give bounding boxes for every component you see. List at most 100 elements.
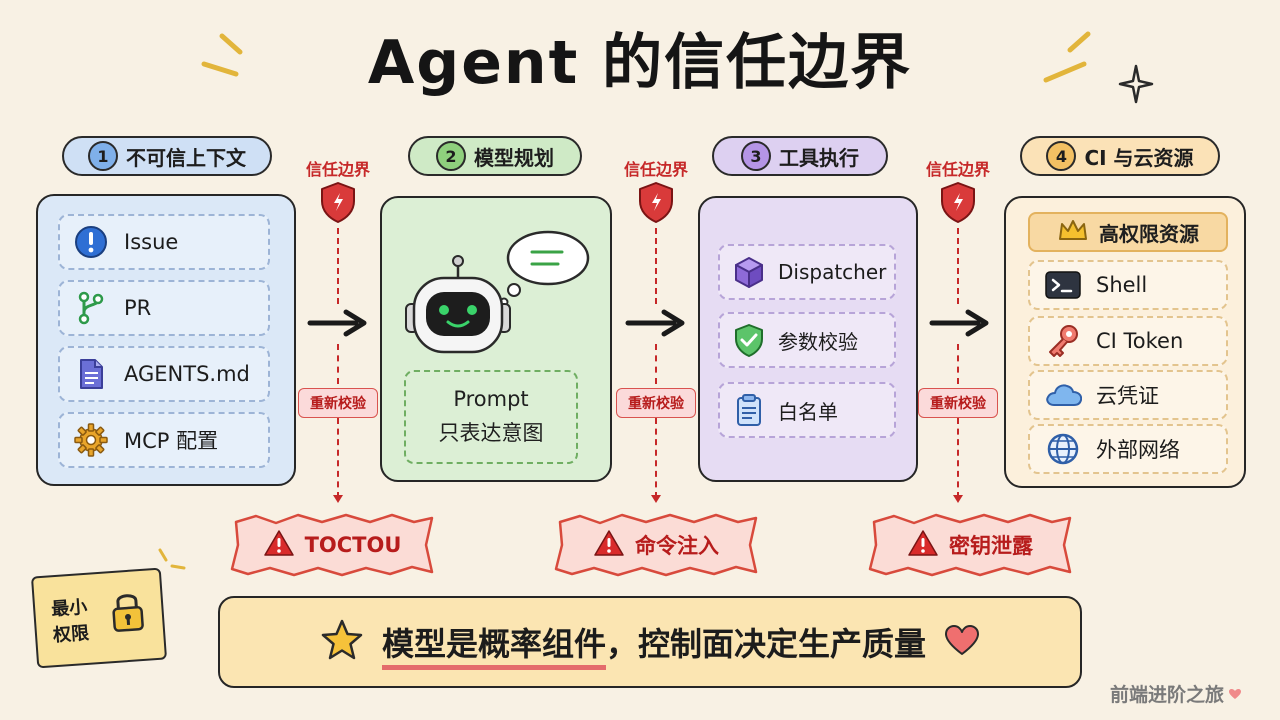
arrow-down-icon <box>651 495 661 503</box>
sparkle-note-icon <box>158 548 186 570</box>
stage-pill-2: 2 模型规划 <box>408 136 582 176</box>
item-issue-label: Issue <box>124 230 179 254</box>
clipboard-icon <box>730 391 768 429</box>
sparkle-left-icon <box>201 33 243 77</box>
boundary-line-1-upper <box>337 228 339 304</box>
prompt-intent-box: Prompt 只表达意图 <box>404 370 578 464</box>
heart-icon <box>944 624 980 660</box>
small-heart-icon <box>1228 683 1242 705</box>
item-cloud-credentials: 云凭证 <box>1028 370 1228 420</box>
risk-badge-toctou: TOCTOU <box>226 512 438 578</box>
terminal-icon <box>1044 266 1082 304</box>
risk-label-secret-leak: 密钥泄露 <box>949 534 1033 558</box>
risk-badge-injection-shape <box>554 513 758 577</box>
banner-rest: ，控制面决定生产质量 <box>606 625 927 663</box>
item-param-validation-label: 参数校验 <box>778 329 858 354</box>
item-external-network-label: 外部网络 <box>1096 438 1180 462</box>
arrow-down-icon <box>333 495 343 503</box>
globe-icon <box>1044 430 1082 468</box>
boundary-line-2-upper <box>655 228 657 304</box>
git-branch-icon <box>72 289 110 327</box>
high-privilege-header: 高权限资源 <box>1028 212 1228 252</box>
banner-highlight: 模型是概率组件 <box>381 625 606 670</box>
item-agents-md: AGENTS.md <box>58 346 270 402</box>
key-icon <box>1044 322 1082 360</box>
shield-alert-icon <box>321 182 355 223</box>
stage-label-2: 模型规划 <box>474 145 554 170</box>
boundary-line-3-lower <box>957 418 959 498</box>
shield-alert-icon <box>639 182 673 223</box>
arrow-right-icon <box>625 309 685 337</box>
arrow-right-icon <box>929 309 989 337</box>
warning-icon <box>907 529 939 561</box>
lock-icon <box>106 587 149 640</box>
trust-boundary-label-3: 信任边界 <box>925 160 990 179</box>
risk-badge-secret-leak: 密钥泄露 <box>864 512 1076 578</box>
risk-badge-command-injection: 命令注入 <box>550 512 762 578</box>
warning-icon <box>593 529 625 561</box>
shield-check-icon <box>730 321 768 359</box>
recheck-badge-3: 重新校验 <box>918 388 998 418</box>
warning-icon <box>263 529 295 561</box>
stage-number-1: 1 <box>88 141 118 171</box>
item-external-network: 外部网络 <box>1028 424 1228 474</box>
boundary-line-1-lower <box>337 418 339 498</box>
stage-pill-4: 4 CI 与云资源 <box>1020 136 1220 176</box>
trust-boundary-label-2: 信任边界 <box>623 160 688 179</box>
intent-label: 只表达意图 <box>438 421 544 445</box>
recheck-badge-1: 重新校验 <box>298 388 378 418</box>
item-ci-token-label: CI Token <box>1096 329 1184 353</box>
star-sparkle-icon <box>1118 64 1154 104</box>
stage-label-1: 不可信上下文 <box>126 145 246 170</box>
arrow-down-icon <box>953 495 963 503</box>
page-title: Agent 的信任边界 <box>367 28 913 98</box>
watermark: 前端进阶之旅 <box>1110 680 1270 707</box>
risk-label-command-injection: 命令注入 <box>635 534 719 558</box>
item-whitelist: 白名单 <box>718 382 896 438</box>
trust-boundary-label-1: 信任边界 <box>305 160 370 179</box>
item-pr-label: PR <box>124 296 152 320</box>
robot-icon <box>405 230 590 354</box>
item-shell-label: Shell <box>1096 273 1148 297</box>
high-privilege-label: 高权限资源 <box>1099 221 1199 246</box>
item-pr: PR <box>58 280 270 336</box>
item-ci-token: CI Token <box>1028 316 1228 366</box>
stage-pill-1: 1 不可信上下文 <box>62 136 272 176</box>
risk-badge-secret-shape <box>868 513 1072 577</box>
cube-icon <box>730 253 768 291</box>
item-agents-md-label: AGENTS.md <box>124 362 250 386</box>
stage-label-4: CI 与云资源 <box>1084 145 1194 170</box>
prompt-label: Prompt <box>453 387 529 411</box>
exclamation-circle-icon <box>72 223 110 261</box>
item-whitelist-label: 白名单 <box>778 399 838 424</box>
item-issue: Issue <box>58 214 270 270</box>
stage-number-3: 3 <box>741 141 771 171</box>
arrow-right-icon <box>307 309 367 337</box>
recheck-badge-2: 重新校验 <box>616 388 696 418</box>
stage-pill-3: 3 工具执行 <box>712 136 888 176</box>
stage-label-3: 工具执行 <box>779 145 859 170</box>
risk-label-toctou: TOCTOU <box>304 533 402 557</box>
stage-panel-tool-execution <box>698 196 918 482</box>
gear-icon <box>72 421 110 459</box>
boundary-line-2-middle <box>655 344 657 384</box>
crown-icon <box>1057 217 1089 248</box>
item-cloud-credentials-label: 云凭证 <box>1096 384 1159 408</box>
item-mcp-config-label: MCP 配置 <box>124 429 219 453</box>
sparkle-right-icon <box>1043 31 1091 83</box>
cloud-icon <box>1044 376 1082 414</box>
item-shell: Shell <box>1028 260 1228 310</box>
document-icon <box>72 355 110 393</box>
item-mcp-config: MCP 配置 <box>58 412 270 468</box>
key-takeaway-banner: 模型是概率组件，控制面决定生产质量 <box>218 596 1082 688</box>
stage-number-4: 4 <box>1046 141 1077 171</box>
boundary-line-3-upper <box>957 228 959 304</box>
boundary-line-1-middle <box>337 344 339 384</box>
boundary-line-2-lower <box>655 418 657 498</box>
least-privilege-note: 最小 权限 <box>30 567 168 669</box>
banner-text: 模型是概率组件，控制面决定生产质量 <box>381 619 927 670</box>
boundary-line-3-middle <box>957 344 959 384</box>
note-line-2: 权限 <box>52 622 90 647</box>
item-param-validation: 参数校验 <box>718 312 896 368</box>
shield-alert-icon <box>941 182 975 223</box>
